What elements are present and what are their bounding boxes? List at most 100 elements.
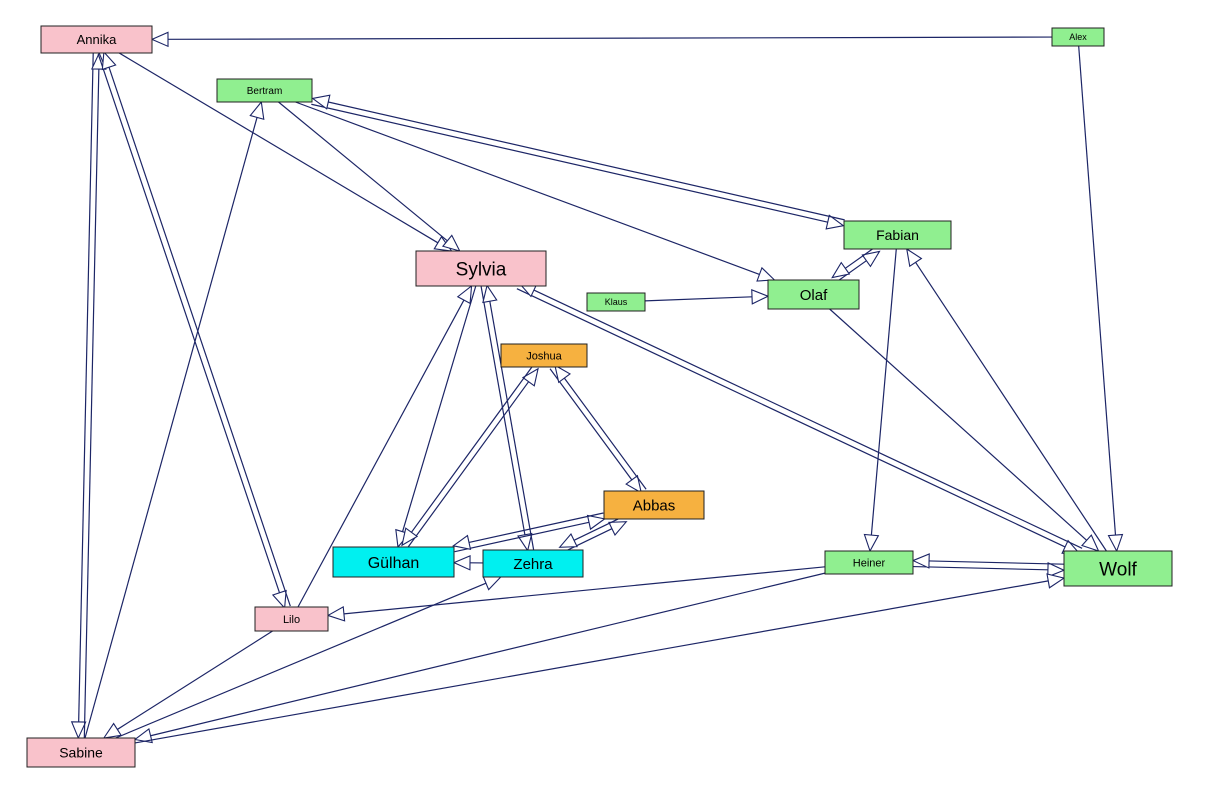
node-klaus[interactable]: Klaus (586, 292, 646, 312)
arrow-head (150, 31, 169, 48)
arrow-head (311, 94, 331, 110)
arrow-head (751, 289, 770, 305)
node-box (216, 78, 313, 103)
edge-sabine-to-wolf (134, 573, 1066, 744)
arrow-head (271, 589, 287, 610)
edge-line (134, 580, 1049, 744)
node-fabian[interactable]: Fabian (843, 220, 952, 250)
node-box (500, 343, 588, 368)
arrow-head (401, 527, 419, 547)
node-label: Heiner (853, 557, 886, 569)
node-gulhan[interactable]: Gülhan (332, 546, 455, 578)
node-alex[interactable]: Alex (1051, 27, 1105, 47)
edge-line (108, 67, 291, 607)
arrow-head (452, 534, 472, 550)
node-box (824, 550, 914, 575)
edge-line (1078, 45, 1117, 536)
arrow-head (482, 284, 498, 304)
edge-line (115, 582, 487, 739)
edge-line (829, 308, 1088, 541)
edge-olaf-to-fabian (835, 250, 881, 283)
edge-line (297, 299, 465, 608)
edge-line (454, 521, 590, 553)
edge-abbas-to-gulhan (452, 512, 604, 550)
edge-line (295, 101, 760, 275)
edge-line (118, 52, 439, 244)
node-joshua[interactable]: Joshua (500, 343, 588, 368)
edge-line (84, 117, 258, 739)
edge-joshua-to-abbas (549, 368, 643, 494)
edge-sylvia-to-gulhan (395, 285, 477, 549)
edge-line (516, 288, 1066, 548)
edge-sabine-to-zehra (115, 576, 502, 739)
node-box (415, 250, 547, 287)
edge-lilo-to-sabine (102, 630, 273, 739)
edge-sabine-to-annika (83, 51, 107, 739)
node-heiner[interactable]: Heiner (824, 550, 914, 575)
node-wolf[interactable]: Wolf (1063, 550, 1173, 587)
arrow-head (517, 532, 533, 552)
edge-lilo-to-annika (101, 50, 291, 607)
edge-line (912, 565, 1048, 571)
edge-zehra-to-gulhan (452, 554, 484, 571)
node-label: Sabine (59, 745, 103, 761)
edge-line (929, 560, 1065, 565)
node-label: Joshua (526, 350, 562, 362)
edge-line (406, 381, 530, 550)
arrow-head (521, 367, 539, 387)
node-box (254, 606, 329, 632)
node-label: Klaus (605, 297, 628, 307)
edge-bertram-to-sylvia (278, 101, 461, 252)
edge-alex-to-annika (150, 31, 1053, 48)
edge-line (561, 528, 613, 554)
edge-line (83, 69, 100, 739)
arrow-head (456, 284, 473, 305)
edge-line (844, 246, 877, 269)
edge-olaf-to-wolf (829, 308, 1100, 552)
edge-line (644, 296, 753, 302)
edge-line (401, 285, 477, 532)
node-annika[interactable]: Annika (40, 25, 153, 54)
node-zehra[interactable]: Zehra (482, 549, 584, 578)
edge-line (915, 262, 1107, 552)
node-label: Gülhan (368, 555, 420, 572)
edge-klaus-to-olaf (644, 289, 770, 305)
node-box (586, 292, 646, 312)
arrow-head (911, 553, 930, 569)
node-box (332, 546, 455, 578)
edge-bertram-to-olaf (295, 101, 776, 282)
edge-gulhan-to-abbas (454, 514, 606, 553)
arrow-head (452, 554, 471, 571)
node-box (767, 279, 860, 310)
arrow-head (625, 474, 643, 494)
node-lilo[interactable]: Lilo (254, 606, 329, 632)
node-box (603, 490, 705, 520)
edge-line (563, 377, 647, 490)
node-label: Fabian (876, 227, 919, 243)
arrow-head (482, 576, 502, 591)
node-sylvia[interactable]: Sylvia (415, 250, 547, 287)
edge-line (278, 101, 448, 242)
edge-line (328, 101, 845, 221)
node-sabine[interactable]: Sabine (26, 737, 136, 768)
node-label: Abbas (633, 497, 676, 514)
arrow-head (441, 234, 461, 252)
edge-annika-to-sabine (70, 52, 94, 740)
arrow-head (101, 50, 117, 71)
node-bertram[interactable]: Bertram (216, 78, 313, 103)
node-olaf[interactable]: Olaf (767, 279, 860, 310)
node-box (482, 549, 584, 578)
edge-heiner-to-sabine (133, 572, 826, 744)
arrow-head (831, 261, 851, 279)
node-label: Annika (77, 32, 118, 47)
node-label: Olaf (800, 287, 828, 304)
edge-line (97, 53, 281, 593)
edge-abbas-to-zehra (558, 515, 624, 548)
edge-line (343, 566, 826, 615)
edge-fabian-to-olaf (831, 246, 877, 279)
node-abbas[interactable]: Abbas (603, 490, 705, 520)
node-box (40, 25, 153, 54)
arrow-head (70, 721, 87, 740)
